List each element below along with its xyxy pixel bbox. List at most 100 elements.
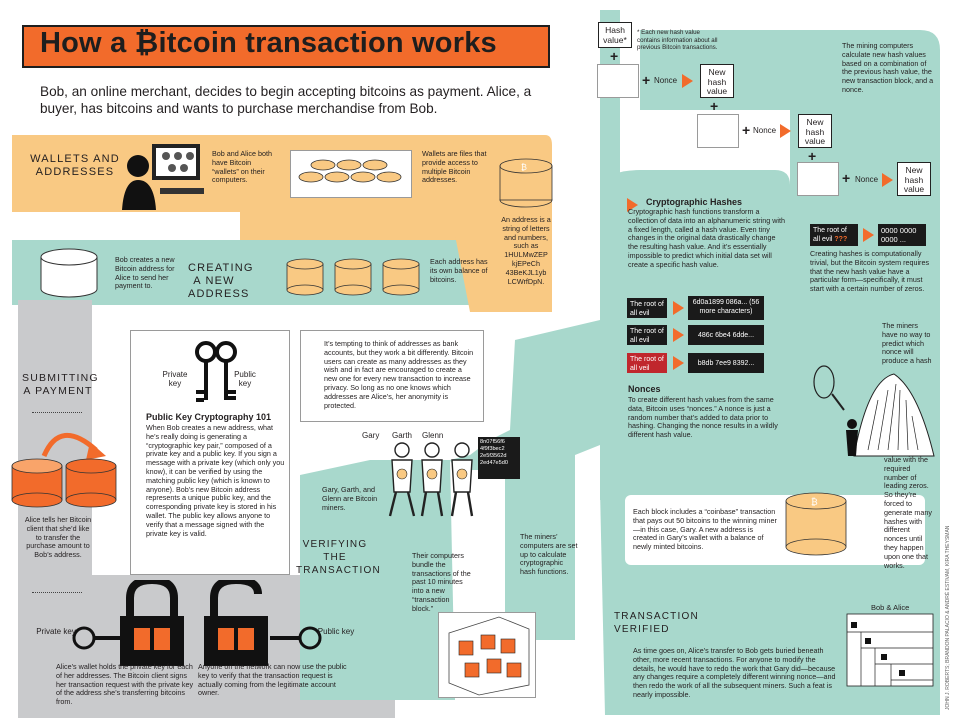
verifying-text-2: Their computers bundle the transactions … xyxy=(412,551,471,613)
wallets-label: WALLETS AND ADDRESSES xyxy=(30,153,120,178)
root-arrow-icon xyxy=(863,228,874,242)
pkc-body: When Bob creates a new address, what he’… xyxy=(146,423,285,538)
keys-icon xyxy=(195,341,237,402)
creating-text-2: Each address has its own balance of bitc… xyxy=(430,257,488,284)
hash-value-box: Hash value* xyxy=(598,22,632,48)
submitting-band-bottom xyxy=(18,582,92,718)
miner-glenn-label: Glenn xyxy=(422,431,444,440)
plus-6-icon: + xyxy=(842,170,851,186)
creating-band-2 xyxy=(455,235,540,312)
nonces-heading: Nonces xyxy=(628,384,661,394)
page-title: How a ₿itcoin transaction works xyxy=(40,27,497,59)
plus-4-icon: + xyxy=(742,122,751,138)
nonce-1-label: Nonce xyxy=(654,76,678,85)
nonce-3-label: Nonce xyxy=(855,175,879,184)
transaction-block-icon xyxy=(448,616,530,696)
plus-2-icon: + xyxy=(642,72,651,88)
hash-arrow-1-icon xyxy=(673,301,684,315)
submitting-text-3: Anyone on the network can now use the pu… xyxy=(198,662,347,698)
intro-text: Bob, an online merchant, decides to begi… xyxy=(40,84,532,116)
verified-label: TRANSACTION VERIFIED xyxy=(614,611,699,635)
miners-icon xyxy=(388,442,474,517)
mining-text-3: The miners have no way to predict which … xyxy=(882,321,932,366)
verifying-band-right xyxy=(450,320,600,640)
root-of-evil-box: The root of all evil ??? xyxy=(810,224,858,246)
verified-text: As time goes on, Alice’s transfer to Bob… xyxy=(633,646,836,699)
wallet-files-box xyxy=(290,150,412,198)
computer-user-icon xyxy=(122,144,204,210)
miner-garth-label: Garth xyxy=(392,431,413,440)
balance-coins-icon xyxy=(286,258,420,296)
hash-arrow-3-icon xyxy=(673,356,684,370)
transfer-coins-icon xyxy=(11,432,117,508)
wallet-coins-icon xyxy=(298,159,402,183)
hashes-heading: Cryptographic Hashes xyxy=(646,197,743,207)
empty-address-icon xyxy=(40,248,98,298)
plus-5-icon: + xyxy=(808,148,817,164)
verifying-band xyxy=(300,460,455,700)
submitting-rule xyxy=(32,412,82,413)
nonce-arrow-3-icon xyxy=(882,173,893,187)
creating-text-1: Bob creates a new Bitcoin address for Al… xyxy=(115,255,175,291)
verifying-label: VERIFYING THE TRANSACTION xyxy=(296,539,381,576)
zeros-box: 0000 0000 0000 ... xyxy=(878,224,926,246)
block-2-icon xyxy=(697,114,739,148)
nonce-arrow-1-icon xyxy=(682,74,693,88)
mining-text-1: The mining computers calculate new hash … xyxy=(842,41,934,94)
plus-1-icon: + xyxy=(610,48,619,64)
miners-code-screen: 8n07f56f6 4f9f3bec2 2e5f3562d 2ed47e5d0 xyxy=(478,437,520,479)
coinbase-panel xyxy=(625,495,925,565)
coinbase-coins-icon: ₿ xyxy=(785,492,847,556)
locks-icon xyxy=(72,580,322,666)
wallets-band xyxy=(12,135,552,310)
wallets-text-1: Bob and Alice both have Bitcoin “wallets… xyxy=(212,149,272,185)
submitting-text-1: Alice tells her Bitcoin client that she’… xyxy=(24,515,92,560)
mining-text-2: Creating hashes is computationally trivi… xyxy=(810,249,930,294)
root-of-evil-text: The root of all evil xyxy=(813,227,847,243)
tempting-text: It’s tempting to think of addresses as b… xyxy=(324,339,474,410)
mining-text-5: Each block includes a “coinbase” transac… xyxy=(633,507,777,552)
transaction-block-box xyxy=(438,612,536,698)
pkc-heading: Public Key Cryptography 101 xyxy=(146,412,272,422)
hash-pile-icon xyxy=(813,365,935,457)
pkc-private-key-label: Private key xyxy=(162,370,188,388)
hashes-body: Cryptographic hash functions transform a… xyxy=(628,207,786,269)
pkc-box xyxy=(130,330,290,575)
plus-3-icon: + xyxy=(710,98,719,114)
submitting-public-key-label: Public key xyxy=(317,627,355,636)
submitting-private-key-label: Private key xyxy=(36,627,76,636)
hash-output-2: 486c 6be4 6dde... xyxy=(688,325,764,345)
hash-arrow-2-icon xyxy=(673,328,684,342)
verifying-text-3: The miners’ computers are set up to calc… xyxy=(520,532,578,577)
svg-text:₿: ₿ xyxy=(811,497,818,507)
verifying-text-1: Gary, Garth, and Glenn are Bitcoin miner… xyxy=(322,485,378,512)
wallets-text-3: An address is a string of letters and nu… xyxy=(501,215,551,286)
svg-text:₿: ₿ xyxy=(521,163,527,172)
hash-output-1: 6d0a1899 086a... (56 more characters) xyxy=(688,296,764,320)
hash-input-2: The root of all evil xyxy=(627,325,667,345)
block-1-icon xyxy=(597,64,639,98)
hash-output-3: b8db 7ee9 8392... xyxy=(688,353,764,373)
new-hash-box-3: New hash value xyxy=(897,162,931,196)
nonce-arrow-2-icon xyxy=(780,124,791,138)
submitting-text-2: Alice’s wallet holds the private key for… xyxy=(56,662,194,707)
hash-input-3: The root of all veil xyxy=(627,353,667,373)
hash-input-1: The root of all evil xyxy=(627,298,667,318)
submitting-rule-2 xyxy=(32,592,82,593)
nonces-body: To create different hash values from the… xyxy=(628,395,778,440)
new-hash-box-1: New hash value xyxy=(700,64,734,98)
tempting-box xyxy=(300,330,484,422)
buried-blocks-icon xyxy=(846,613,934,687)
new-hash-box-2: New hash value xyxy=(798,114,832,148)
pkc-public-key-label: Public key xyxy=(234,370,256,388)
nonce-2-label: Nonce xyxy=(753,126,777,135)
mining-text-4: value with the required number of leadin… xyxy=(884,455,932,570)
coin-stack-icon: ₿ xyxy=(499,158,553,208)
wallets-text-2: Wallets are files that provide access to… xyxy=(422,149,487,185)
hashes-arrow-icon xyxy=(627,198,638,212)
qmarks-text: ??? xyxy=(834,236,848,243)
submitting-label: SUBMITTING A PAYMENT xyxy=(22,372,99,397)
bob-alice-label: Bob & Alice xyxy=(871,603,910,612)
block-3-icon xyxy=(797,162,839,196)
miner-gary-label: Gary xyxy=(362,431,380,440)
